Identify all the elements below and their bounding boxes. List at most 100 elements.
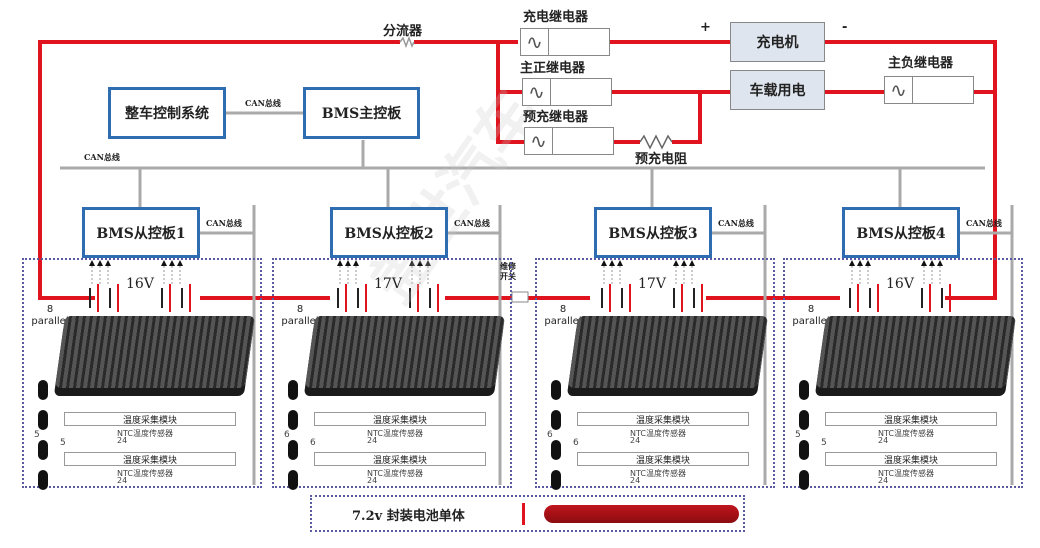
arrow-icon	[97, 260, 103, 266]
ntc-sensor-label: NTC温度传感器	[367, 469, 423, 478]
cell-icon	[799, 410, 809, 430]
ntc-sensor-label: NTC温度传感器	[630, 429, 686, 438]
ntc-sensor-label: NTC温度传感器	[878, 469, 934, 478]
arrow-icon	[849, 260, 855, 266]
bms-slave-board-3: BMS从控板3	[594, 207, 712, 258]
cell-icon	[38, 440, 48, 460]
temperature-module: 温度采集模块	[825, 452, 997, 466]
arrow-icon	[857, 260, 863, 266]
power-wires	[38, 40, 997, 300]
bms-slave-board-4: BMS从控板4	[842, 207, 960, 258]
arrow-icon	[617, 260, 623, 266]
ntc-count: 24	[630, 476, 641, 485]
cell-image	[544, 505, 739, 523]
cell-icon	[288, 440, 298, 460]
temperature-module: 温度采集模块	[64, 452, 236, 466]
battery-pack-image	[567, 316, 769, 388]
cell-icon	[288, 380, 298, 400]
bms-slave-board-1: BMS从控板1	[82, 207, 200, 258]
cell-icon	[799, 440, 809, 460]
arrow-icon	[681, 260, 687, 266]
temperature-module: 温度采集模块	[64, 412, 236, 426]
temp-module-count: 6	[310, 438, 316, 448]
charger-box: 充电机	[730, 22, 825, 62]
parallel-count: 8	[296, 304, 304, 315]
arrow-icon	[161, 260, 167, 266]
service-switch-icon	[511, 291, 529, 303]
cell-icon	[551, 440, 561, 460]
ntc-count: 24	[367, 436, 378, 445]
precharge-relay-label: 预充继电器	[523, 110, 589, 125]
ntc-sensor-label: NTC温度传感器	[367, 429, 423, 438]
shunt-label: 分流器	[383, 24, 423, 39]
battery-module-3	[535, 258, 775, 488]
arrow-icon	[409, 260, 415, 266]
parallel-count: 8	[807, 304, 815, 315]
cell-caption: 7.2v 封装电池单体	[352, 509, 465, 524]
can-bus-label: CAN总线	[206, 218, 242, 228]
module-voltage: 16V	[886, 276, 914, 292]
cell-icon	[551, 380, 561, 400]
parallel-text: parallel	[281, 316, 319, 327]
onboard-power-box: 车载用电	[730, 70, 825, 110]
shunt-icon	[399, 35, 415, 49]
parallel-count: 8	[46, 304, 54, 315]
arrow-icon	[937, 260, 943, 266]
cell-icon	[551, 410, 561, 430]
cell-icon	[288, 410, 298, 430]
ntc-sensor-label: NTC温度传感器	[630, 469, 686, 478]
cell-icon	[38, 410, 48, 430]
vehicle-control-system: 整车控制系统	[108, 87, 226, 139]
arrow-icon	[169, 260, 175, 266]
ntc-sensor-label: NTC温度传感器	[117, 469, 173, 478]
can-bus-label: CAN总线	[84, 152, 120, 162]
plus-sign: +	[700, 20, 711, 35]
coil-icon: ∿	[885, 77, 913, 103]
module-voltage: 17V	[374, 276, 402, 292]
precharge-resistor-label: 预充电阻	[635, 152, 688, 167]
arrow-icon	[337, 260, 343, 266]
ntc-count: 24	[878, 476, 889, 485]
parallel-text: parallel	[544, 316, 582, 327]
temperature-module: 温度采集模块	[577, 452, 749, 466]
arrow-icon	[673, 260, 679, 266]
arrow-icon	[105, 260, 111, 266]
arrow-icon	[425, 260, 431, 266]
arrow-icon	[609, 260, 615, 266]
battery-pack-image	[304, 316, 506, 388]
module-voltage: 17V	[638, 276, 666, 292]
ntc-count: 24	[117, 436, 128, 445]
arrow-icon	[689, 260, 695, 266]
battery-module-1	[22, 258, 262, 488]
precharge-relay: ∿	[524, 127, 614, 155]
arrow-icon	[89, 260, 95, 266]
arrow-icon	[601, 260, 607, 266]
temp-module-count: 5	[821, 438, 827, 448]
ntc-count: 24	[117, 476, 128, 485]
main-negative-relay: ∿	[884, 76, 974, 104]
temp-module-count: 6	[547, 430, 553, 440]
can-bus-label: CAN总线	[718, 218, 754, 228]
ntc-sensor-label: NTC温度传感器	[878, 429, 934, 438]
cell-icon	[38, 380, 48, 400]
main-positive-relay-label: 主正继电器	[520, 61, 586, 76]
temperature-module: 温度采集模块	[577, 412, 749, 426]
coil-icon: ∿	[521, 29, 549, 55]
battery-pack-image	[54, 316, 256, 388]
cell-icon	[288, 470, 298, 490]
arrow-icon	[921, 260, 927, 266]
battery-module-2	[272, 258, 512, 488]
can-bus-label: CAN总线	[966, 218, 1002, 228]
temperature-module: 温度采集模块	[314, 412, 486, 426]
temp-module-count: 5	[60, 438, 66, 448]
parallel-text: parallel	[31, 316, 69, 327]
cell-icon	[551, 470, 561, 490]
arrow-icon	[417, 260, 423, 266]
temp-module-count: 6	[573, 438, 579, 448]
ntc-count: 24	[630, 436, 641, 445]
parallel-text: parallel	[792, 316, 830, 327]
